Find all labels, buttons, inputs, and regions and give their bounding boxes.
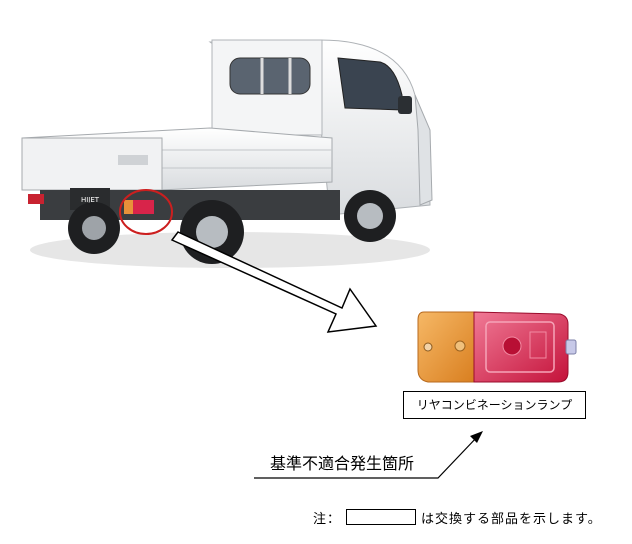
defect-location-label: 基準不適合発生箇所 [270,454,415,473]
leader-arrowhead [470,431,483,443]
pointer-arrow [170,231,378,333]
truck-image: HIJET [21,39,433,268]
note-prefix: 注： [313,511,342,527]
note-legend-box [346,509,417,525]
lamp-image [417,311,577,383]
highlight-circle [119,189,173,235]
leader-line [254,435,479,479]
note-suffix: は交換する部品を示します。 [421,511,602,527]
svg-text:HIJET: HIJET [81,196,100,204]
part-name-label: リヤコンビネーションランプ [403,391,586,419]
note: 注： は交換する部品を示します。 [313,507,602,527]
